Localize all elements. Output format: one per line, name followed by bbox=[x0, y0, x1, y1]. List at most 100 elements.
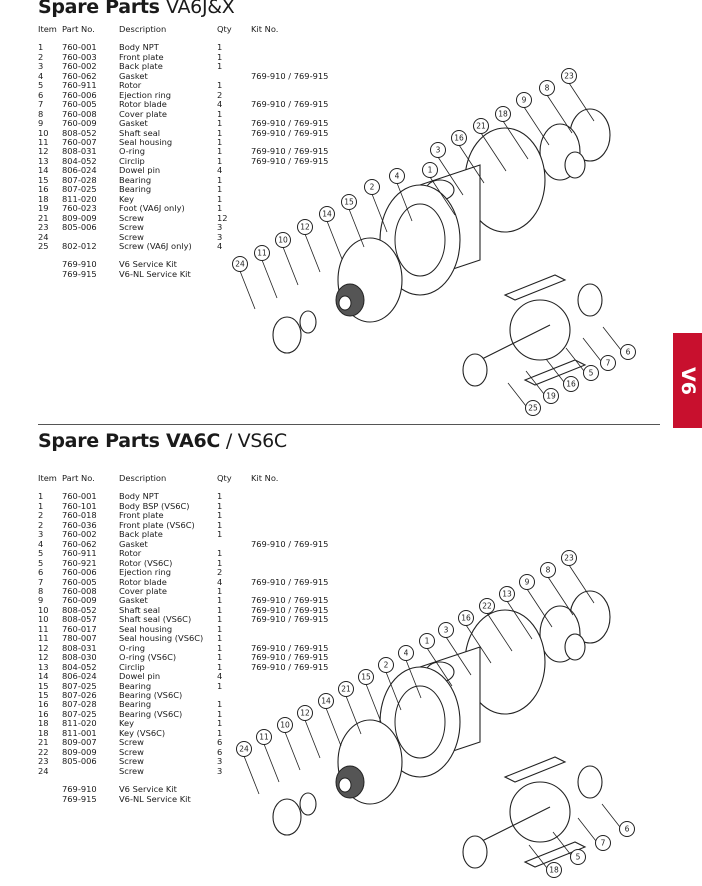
part-no-cell: 808-031 bbox=[62, 146, 97, 157]
shaft-hole-part bbox=[338, 777, 352, 793]
callout-circle bbox=[561, 550, 577, 566]
callout-circle bbox=[232, 256, 248, 272]
description-cell: Description bbox=[119, 24, 167, 34]
callout-number: 1 bbox=[428, 166, 433, 175]
description-cell: Cover plate bbox=[119, 585, 167, 596]
callout-number: 7 bbox=[606, 359, 611, 368]
qty-cell: 1 bbox=[217, 604, 223, 615]
section-tab-v6[interactable]: V6 bbox=[673, 333, 702, 428]
leader-line bbox=[437, 156, 464, 196]
description-cell: Shaft seal bbox=[119, 127, 161, 138]
qty-cell: 1 bbox=[217, 652, 223, 663]
callout-circle bbox=[277, 717, 293, 733]
description-cell: Gasket bbox=[119, 538, 148, 549]
callout-number: 3 bbox=[444, 626, 449, 635]
leader-line bbox=[263, 743, 280, 783]
description-cell: Screw bbox=[119, 746, 144, 757]
qty-cell: 1 bbox=[217, 642, 223, 653]
description-cell: Gasket bbox=[119, 70, 148, 81]
description-cell: Front plate bbox=[119, 51, 164, 62]
seal-housing-part bbox=[272, 316, 302, 354]
qty-cell: 1 bbox=[217, 127, 223, 138]
o-ring-part bbox=[299, 310, 317, 334]
part-no-cell: 760-036 bbox=[62, 519, 97, 530]
callout-circle bbox=[519, 574, 535, 590]
part-no-cell: 760-062 bbox=[62, 70, 97, 81]
description-cell: Key (VS6C) bbox=[119, 727, 166, 738]
callout-number: 16 bbox=[454, 134, 464, 143]
leader-line bbox=[486, 612, 513, 652]
qty-cell: 1 bbox=[217, 548, 223, 559]
item-cell: 15 bbox=[38, 174, 49, 185]
description-cell: Ejection ring bbox=[119, 89, 171, 100]
callout-circle bbox=[378, 657, 394, 673]
item-cell: 12 bbox=[38, 652, 49, 663]
leader-line bbox=[523, 106, 550, 146]
qty-cell: 1 bbox=[217, 680, 223, 691]
callout-number: 18 bbox=[498, 110, 508, 119]
leader-line bbox=[445, 636, 472, 676]
part-no-cell: 760-001 bbox=[62, 42, 97, 53]
item-cell: 5 bbox=[38, 557, 44, 568]
item-cell: 18 bbox=[38, 727, 49, 738]
description-cell: Bearing (VS6C) bbox=[119, 689, 183, 700]
qty-cell: 1 bbox=[217, 585, 223, 596]
leader-line bbox=[243, 755, 260, 795]
part-no-cell: 760-062 bbox=[62, 538, 97, 549]
part-no-cell: 809-009 bbox=[62, 212, 97, 223]
description-cell: Seal housing (VS6C) bbox=[119, 633, 204, 644]
part-no-cell: Part No. bbox=[62, 473, 95, 483]
callout-circle bbox=[389, 168, 405, 184]
leader-line bbox=[429, 176, 456, 216]
leader-line bbox=[465, 624, 492, 664]
kit-no-cell: 769-910 / 769-915 bbox=[251, 70, 329, 81]
ejection-ring-part-2 bbox=[462, 353, 488, 387]
part-no-cell: 808-057 bbox=[62, 614, 97, 625]
ejection-ring-part bbox=[577, 765, 603, 799]
item-cell: 9 bbox=[38, 118, 44, 129]
leader-line bbox=[282, 246, 299, 286]
qty-cell: 6 bbox=[217, 737, 223, 748]
callout-circle bbox=[563, 376, 579, 392]
callout-number: 12 bbox=[300, 223, 310, 232]
part-no-cell: 769-910 bbox=[62, 784, 97, 795]
callout-number: 8 bbox=[546, 566, 551, 575]
qty-cell: 1 bbox=[217, 51, 223, 62]
part-no-cell: 760-023 bbox=[62, 203, 97, 214]
qty-cell: 1 bbox=[217, 529, 223, 540]
qty-cell: 4 bbox=[217, 671, 223, 682]
shaft-hole-part bbox=[338, 295, 352, 311]
callout-number: 16 bbox=[566, 380, 576, 389]
item-cell: 7 bbox=[38, 99, 44, 110]
callout-number: 19 bbox=[546, 392, 556, 401]
kit-no-cell: 769-910 / 769-915 bbox=[251, 538, 329, 549]
description-cell: Description bbox=[119, 473, 167, 483]
qty-cell: 4 bbox=[217, 576, 223, 587]
qty-cell: 1 bbox=[217, 633, 223, 644]
leader-line bbox=[396, 182, 413, 222]
item-cell: 6 bbox=[38, 89, 44, 100]
leader-line bbox=[348, 208, 365, 248]
leader-line bbox=[568, 564, 595, 604]
item-cell: 10 bbox=[38, 604, 49, 615]
part-no-cell: 805-006 bbox=[62, 756, 97, 767]
item-cell: 23 bbox=[38, 222, 49, 233]
item-cell: Item bbox=[38, 24, 57, 34]
callout-number: 21 bbox=[341, 685, 351, 694]
item-cell: 13 bbox=[38, 155, 49, 166]
callout-number: 18 bbox=[549, 866, 559, 875]
